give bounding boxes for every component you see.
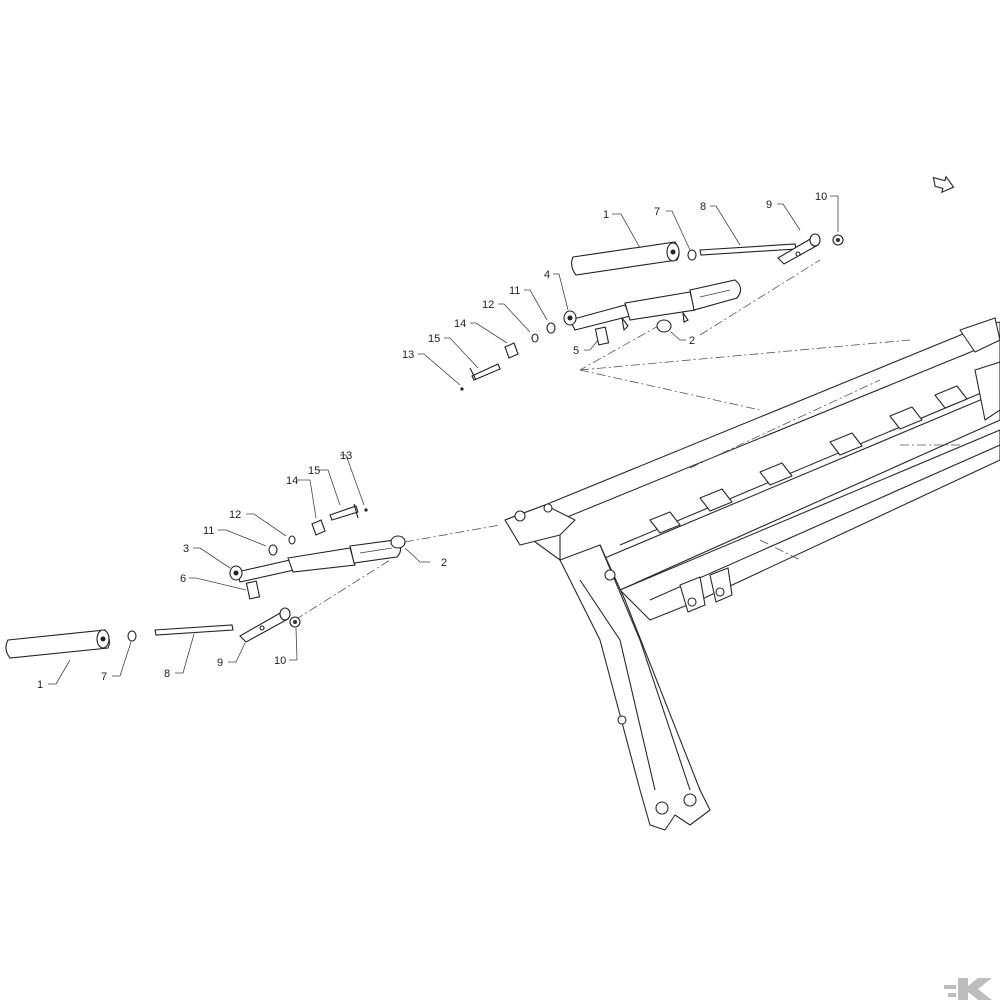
callout-10-lower: 10 xyxy=(274,655,286,667)
callout-2-upper: 2 xyxy=(689,335,695,347)
callout-9-upper: 9 xyxy=(766,199,772,211)
upper-assembly xyxy=(460,233,844,391)
lower-assembly xyxy=(5,503,406,659)
nut-lower xyxy=(127,630,137,642)
bushing-upper xyxy=(656,319,672,333)
callout-10-upper: 10 xyxy=(815,191,827,203)
washer-upper-11 xyxy=(546,322,556,334)
callout-8-upper: 8 xyxy=(700,201,706,213)
callout-8-lower: 8 xyxy=(164,668,170,680)
callouts-lower: 13 15 14 12 11 3 6 2 1 7 8 9 10 xyxy=(37,450,447,691)
label-plate-upper xyxy=(594,326,610,346)
nut-upper xyxy=(687,249,697,261)
callout-5-upper: 5 xyxy=(573,345,579,357)
rod-upper xyxy=(699,243,797,256)
spring-lower xyxy=(5,629,111,659)
rod-lower xyxy=(154,624,234,636)
callout-13-upper: 13 xyxy=(402,349,414,361)
bolt-upper xyxy=(777,233,821,265)
callout-1-lower: 1 xyxy=(37,679,43,691)
split-pin-lower xyxy=(364,508,368,512)
callout-3-lower: 3 xyxy=(183,543,189,555)
callout-4-upper: 4 xyxy=(544,269,550,281)
brand-logo-icon xyxy=(944,978,992,1000)
sleeve-lower xyxy=(311,519,326,536)
tube-upper xyxy=(563,279,742,332)
callout-7-upper: 7 xyxy=(654,206,660,218)
bushing-lower xyxy=(390,535,406,549)
nut-lower-12 xyxy=(288,535,296,545)
callout-11-upper: 11 xyxy=(509,285,520,297)
callout-6-lower: 6 xyxy=(180,573,186,585)
callout-14-upper: 14 xyxy=(454,318,466,330)
machine-frame xyxy=(504,317,1000,831)
direction-arrow-icon xyxy=(932,175,955,194)
pin-lower xyxy=(329,505,359,521)
split-pin-upper xyxy=(460,387,464,391)
callout-9-lower: 9 xyxy=(217,657,223,669)
assembly-lines xyxy=(294,259,960,621)
nut-upper-12 xyxy=(531,333,539,343)
bolt-lower xyxy=(239,607,291,643)
sleeve-upper xyxy=(504,342,519,359)
pin-upper xyxy=(471,363,501,381)
callout-15-lower: 15 xyxy=(308,465,320,477)
callout-7-lower: 7 xyxy=(101,671,107,683)
spring-upper xyxy=(570,241,680,276)
callout-14-lower: 14 xyxy=(286,475,298,487)
callout-13-lower: 13 xyxy=(340,450,352,462)
tube-lower xyxy=(229,539,402,583)
callouts-upper: 1 7 8 9 10 4 11 12 14 15 13 5 2 xyxy=(402,191,839,386)
callout-12-upper: 12 xyxy=(482,299,494,311)
label-plate-lower xyxy=(245,580,261,600)
callout-12-lower: 12 xyxy=(229,509,241,521)
washer-lower-11 xyxy=(268,544,278,556)
callout-15-upper: 15 xyxy=(428,333,440,345)
callout-1-upper: 1 xyxy=(603,209,609,221)
callout-11-lower: 11 xyxy=(203,525,214,537)
callout-2-lower: 2 xyxy=(441,557,447,569)
